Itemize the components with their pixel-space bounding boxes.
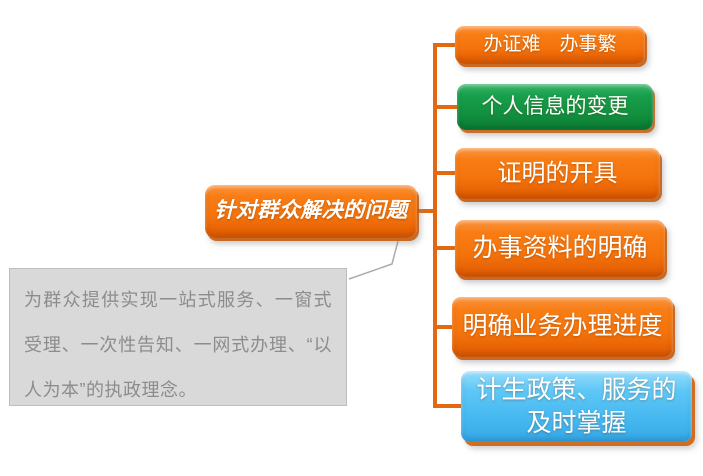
branch-node-label: 证明的开具 <box>497 159 618 187</box>
callout-text: 为群众提供实现一站式服务、一窗式受理、一次性告知、一网式办理、“以人为本”的执政… <box>24 290 332 400</box>
callout-leader-line <box>348 240 399 280</box>
branch-node-materials: 办事资料的明确 <box>455 220 665 277</box>
branch-node-personal-info: 个人信息的变更 <box>457 84 653 130</box>
branch-node-label: 明确业务办理进度 <box>462 312 663 341</box>
root-node: 针对群众解决的问题 <box>205 185 417 238</box>
callout-box: 为群众提供实现一站式服务、一窗式受理、一次性告知、一网式办理、“以人为本”的执政… <box>9 268 347 406</box>
root-node-label: 针对群众解决的问题 <box>214 199 408 223</box>
branch-node-progress: 明确业务办理进度 <box>452 297 673 357</box>
branch-node-label: 办事资料的明确 <box>472 233 648 262</box>
branch-node-label: 个人信息的变更 <box>481 94 629 118</box>
branch-node-certificate: 证明的开具 <box>455 148 660 199</box>
branch-node-label: 计生政策、服务的及时掌握 <box>476 376 677 437</box>
branch-node-banzhengnan: 办证难 办事繁 <box>455 26 645 64</box>
branch-node-policy: 计生政策、服务的及时掌握 <box>461 371 692 442</box>
branch-node-label: 办证难 办事繁 <box>483 34 617 56</box>
